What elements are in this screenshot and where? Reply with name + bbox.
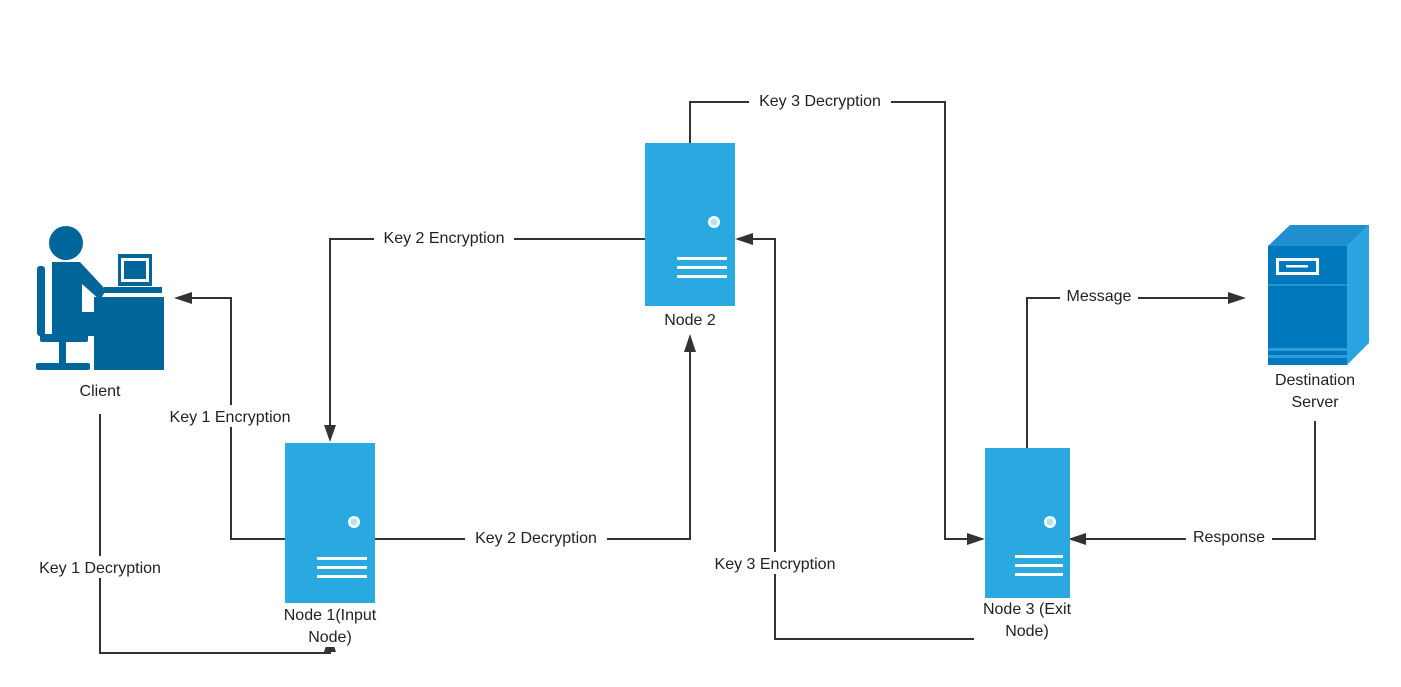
label-key1-decryption: Key 1 Decryption: [30, 556, 170, 578]
node-client-label: Client: [80, 383, 121, 400]
label-key3-decryption: Key 3 Decryption: [749, 91, 891, 113]
arrowhead: [1068, 533, 1086, 545]
edge-key2-decryption: [375, 334, 696, 540]
node-1-label-line1: Node 1(Input: [284, 607, 377, 624]
label-key1-encryption: Key 1 Encryption: [160, 405, 300, 427]
label-response: Response: [1186, 527, 1272, 549]
label-key3-encryption: Key 3 Encryption: [704, 552, 846, 574]
user-at-computer-icon: [36, 226, 164, 370]
label-key2-encryption: Key 2 Encryption: [374, 228, 514, 250]
destination-label-line2: Server: [1291, 394, 1339, 411]
label-response-text: Response: [1193, 529, 1265, 546]
server-icon: [985, 448, 1070, 600]
edge-key3-encryption: [735, 233, 1028, 640]
arrowhead: [684, 334, 696, 352]
node-1-label-line2: Node): [308, 629, 352, 646]
node-destination-server: Destination Server: [1268, 225, 1369, 411]
server-icon: [645, 143, 735, 306]
node-1: Node 1(Input Node): [276, 443, 384, 647]
node-2: Node 2: [645, 143, 735, 329]
edge-key3-decryption: [689, 101, 985, 545]
destination-label-line1: Destination: [1275, 372, 1355, 389]
node-2-label: Node 2: [664, 312, 716, 329]
label-key2-decryption: Key 2 Decryption: [465, 527, 607, 549]
arrowhead: [324, 425, 336, 442]
edge-key2-encryption: [324, 238, 645, 442]
label-key3-encryption-text: Key 3 Encryption: [715, 556, 836, 573]
node-client: Client: [36, 226, 164, 400]
arrowhead: [174, 292, 192, 304]
edge-message: [1026, 292, 1246, 448]
server-tower-icon: [1268, 225, 1369, 365]
edge-response: [1068, 421, 1316, 545]
label-message: Message: [1060, 286, 1138, 308]
label-key2-encryption-text: Key 2 Encryption: [384, 230, 505, 247]
node-3: Node 3 (Exit Node): [974, 448, 1082, 642]
label-key2-decryption-text: Key 2 Decryption: [475, 530, 597, 547]
arrowhead: [735, 233, 753, 245]
node-3-label-line2: Node): [1005, 623, 1049, 640]
node-3-label-line1: Node 3 (Exit: [983, 601, 1072, 618]
arrowhead: [967, 533, 985, 545]
label-key3-decryption-text: Key 3 Decryption: [759, 93, 881, 110]
label-key1-encryption-text: Key 1 Encryption: [170, 409, 291, 426]
arrowhead: [1228, 292, 1246, 304]
label-key1-decryption-text: Key 1 Decryption: [39, 560, 161, 577]
server-icon: [285, 443, 375, 603]
label-message-text: Message: [1067, 288, 1132, 305]
